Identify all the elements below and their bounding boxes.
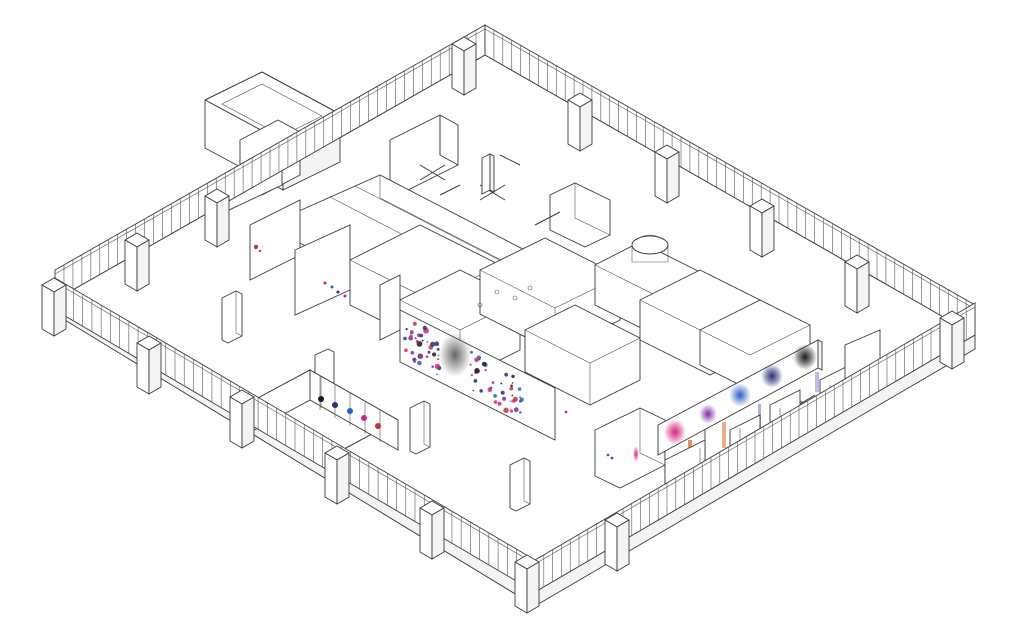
column-icon [324,445,350,505]
column-icon [654,144,680,204]
column-icon [749,198,775,258]
columns [41,36,965,614]
column-icon [204,188,230,248]
column-icon [419,500,445,560]
column-icon [229,389,255,449]
gray-cloud-artwork [439,333,471,377]
column-icon [939,310,965,370]
column-icon [844,254,870,314]
column-icon [124,232,150,292]
column-icon [514,554,540,614]
column-icon [604,512,630,572]
column-icon [136,335,162,395]
column-icon [41,277,67,337]
column-icon [451,36,477,96]
column-icon [567,92,593,152]
wall-artworks [253,244,639,462]
